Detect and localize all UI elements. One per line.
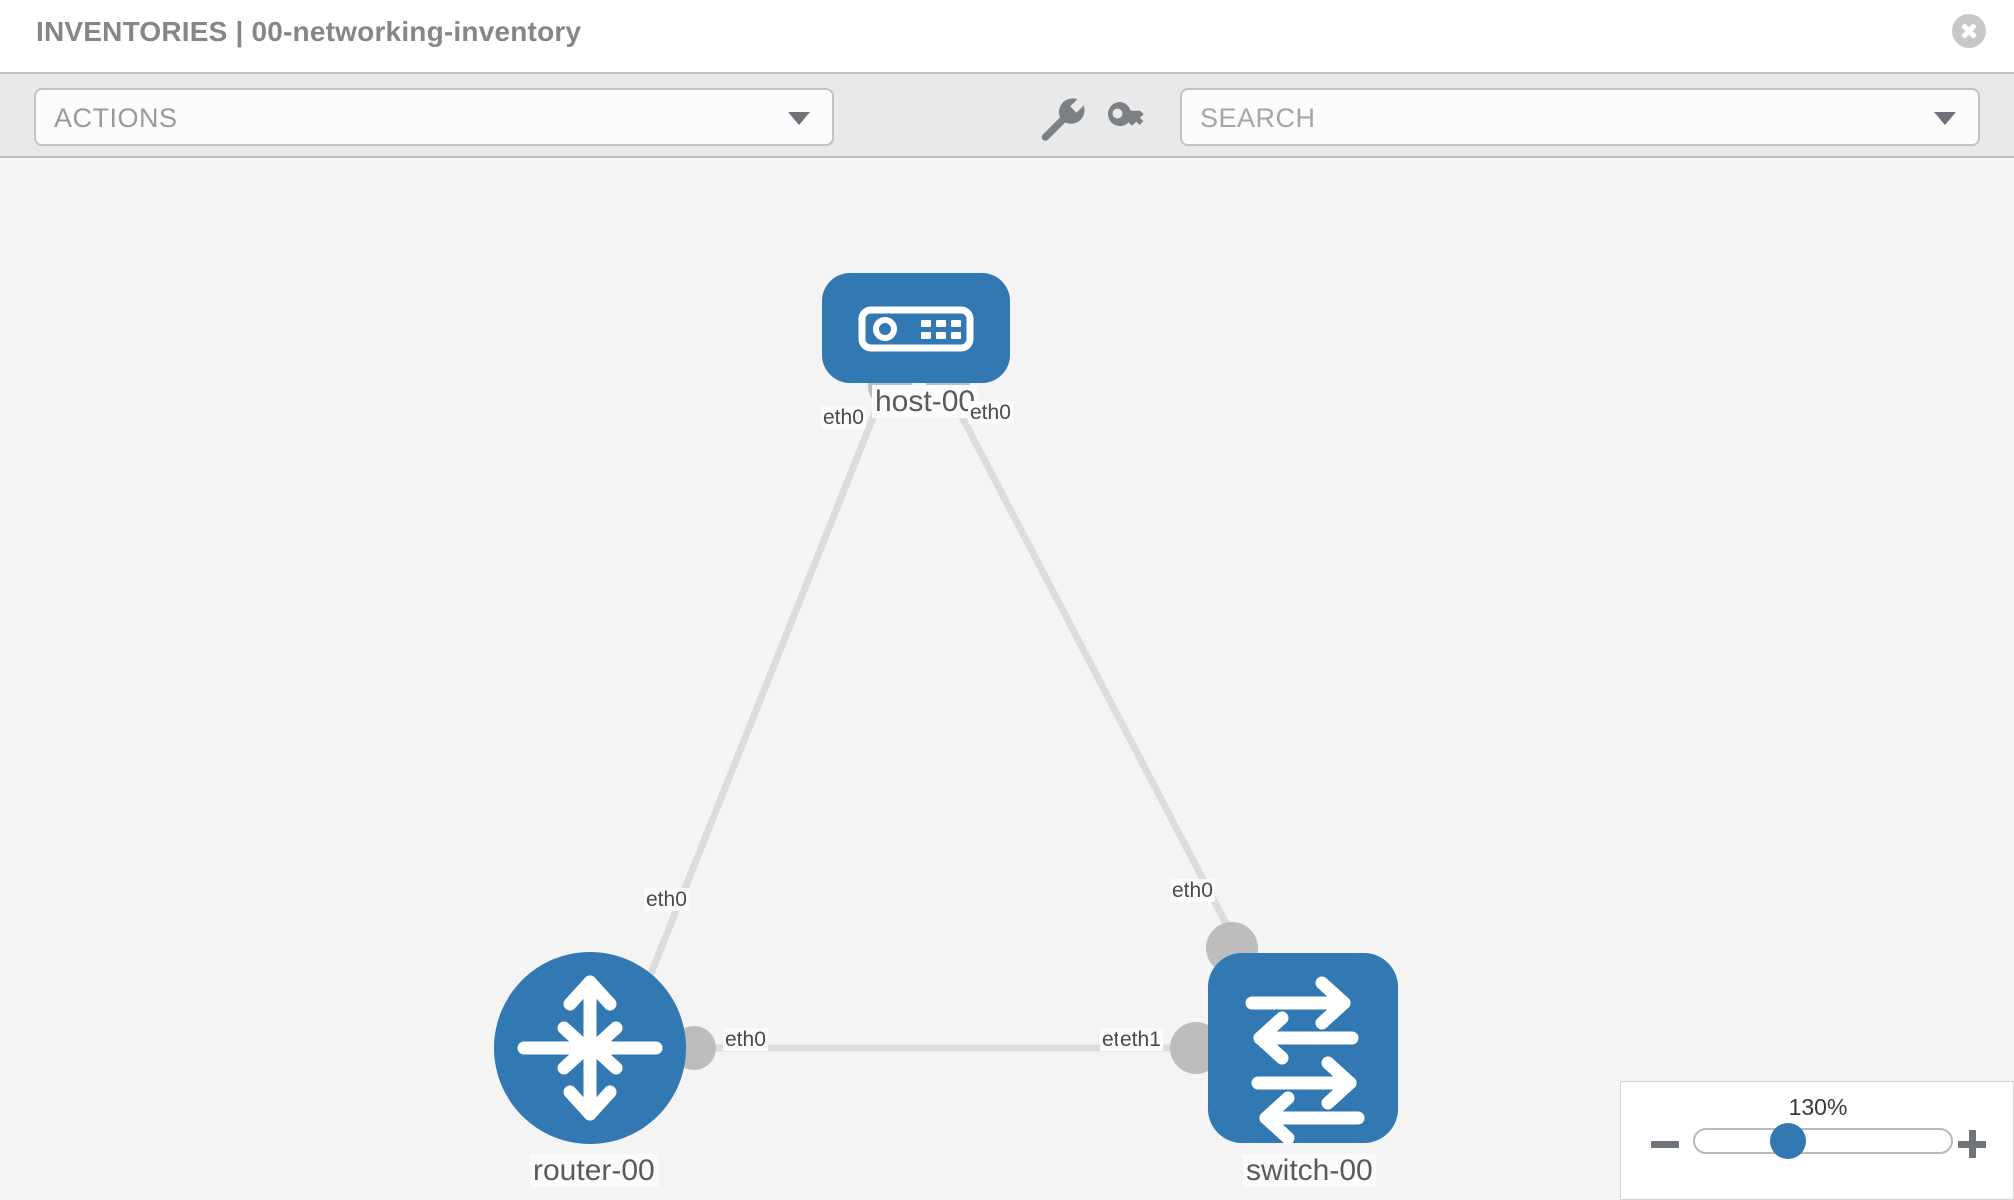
plus-icon-bar-v (1969, 1130, 1976, 1158)
edge-host-switch (944, 388, 1248, 960)
actions-dropdown-label: ACTIONS (54, 103, 178, 133)
node-router-00 (494, 952, 686, 1144)
node-label-switch: switch-00 (1243, 1154, 1376, 1187)
topology-edges (638, 388, 1248, 1052)
zoom-control-panel: 130% (1620, 1081, 2014, 1200)
toolbar: ACTIONS SEARCH (0, 72, 2014, 158)
zoom-level-label: 130% (1788, 1094, 1848, 1120)
plus-icon[interactable] (1958, 1130, 1986, 1158)
minus-icon-bar (1651, 1141, 1679, 1148)
server-icon (858, 306, 974, 352)
page-header: INVENTORIES | 00-networking-inventory (0, 0, 2014, 72)
topology-graph (494, 273, 1398, 1145)
search-input[interactable]: SEARCH (1180, 88, 1980, 146)
edge-label-router-eth0-up: eth0 (644, 888, 689, 912)
node-label-host: host-00 (872, 385, 979, 418)
router-arrows-icon (517, 975, 663, 1121)
zoom-slider-thumb[interactable] (1770, 1123, 1806, 1159)
zoom-slider-track[interactable] (1693, 1128, 1953, 1154)
search-placeholder: SEARCH (1200, 103, 1316, 133)
edge-label-host-eth0-left: eth0 (821, 406, 866, 430)
node-switch-00 (1208, 953, 1398, 1145)
chevron-down-icon (788, 112, 810, 125)
node-host-00 (822, 273, 1010, 383)
chevron-down-icon (1934, 112, 1956, 125)
edge-label-switch-eth1: eth1 (1118, 1028, 1163, 1052)
key-icon[interactable] (1102, 92, 1154, 144)
topology-canvas[interactable]: host-00 router-00 switch-00 eth0 eth0 et… (0, 158, 2014, 1200)
connection-handles (672, 364, 1258, 1074)
switch-arrows-icon (1245, 976, 1365, 1145)
edge-label-router-eth0-right: eth0 (723, 1028, 768, 1052)
wrench-icon[interactable] (1033, 92, 1085, 144)
actions-dropdown[interactable]: ACTIONS (34, 88, 834, 146)
minus-icon[interactable] (1651, 1130, 1679, 1158)
page-title: INVENTORIES | 00-networking-inventory (36, 16, 582, 47)
edge-label-switch-eth0-up: eth0 (1170, 879, 1215, 903)
close-icon[interactable] (1952, 14, 1986, 48)
node-label-router: router-00 (530, 1154, 658, 1187)
edge-label-host-eth0-right: eth0 (968, 401, 1013, 425)
